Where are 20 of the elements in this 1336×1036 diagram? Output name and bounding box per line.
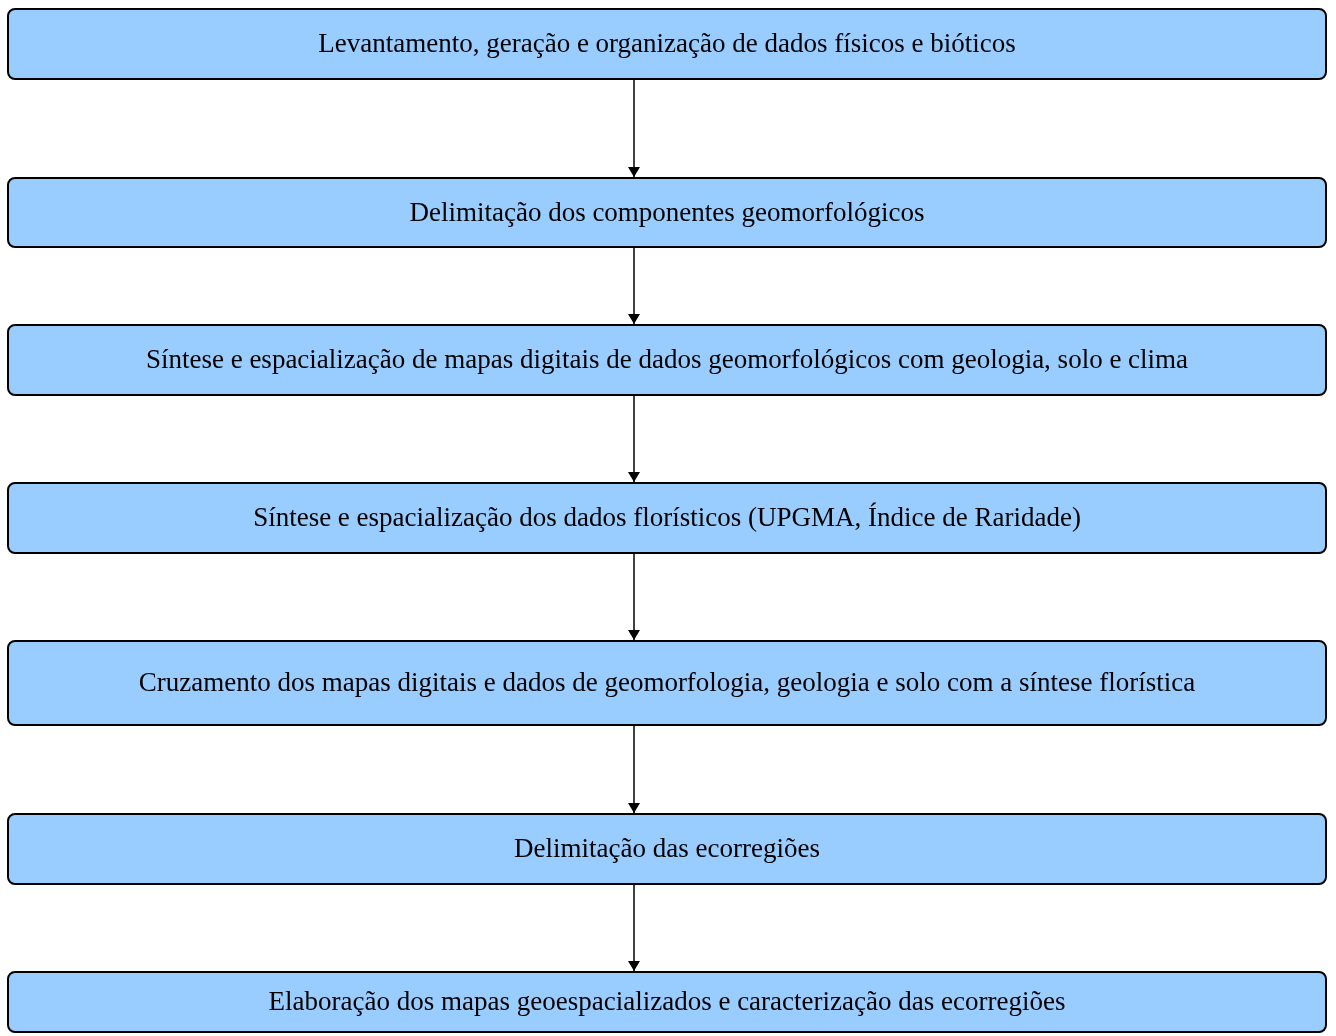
step-text: Elaboração dos mapas geoespacializados e caracterização das ecorregiões [268, 985, 1066, 1019]
arrow [628, 553, 640, 641]
step-text: Levantamento, geração e organização de dados físicos e bióticos [318, 27, 1016, 61]
process-box [7, 8, 1327, 80]
process-box [7, 177, 1327, 248]
process-box [7, 482, 1327, 554]
step-text: Cruzamento dos mapas digitais e dados de geomorfologia, geologia e solo com a síntese florística [138, 666, 1196, 700]
step-text: Delimitação das ecorregiões [514, 832, 820, 866]
step-text: Síntese e espacialização dos dados florísticos (UPGMA, Índice de Raridade) [253, 501, 1081, 535]
process-box [7, 971, 1327, 1033]
arrow [628, 725, 640, 814]
process-box [7, 640, 1327, 726]
arrow [628, 79, 640, 178]
arrow [628, 884, 640, 972]
arrow [628, 395, 640, 483]
process-box [7, 813, 1327, 885]
arrow [628, 247, 640, 325]
step-text: Síntese e espacialização de mapas digitais de dados geomorfológicos com geologia, solo e clima [145, 343, 1189, 377]
step-text: Delimitação dos componentes geomorfológicos [409, 195, 925, 229]
process-box [7, 324, 1327, 396]
